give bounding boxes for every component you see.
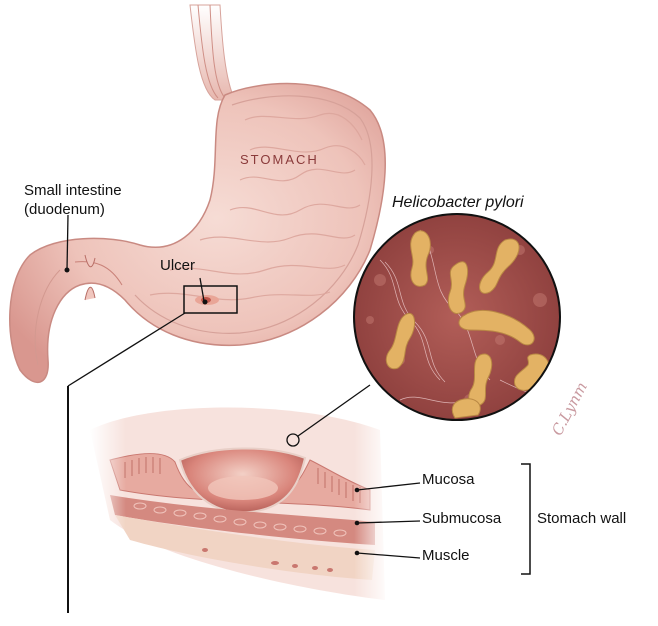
esophagus — [189, 4, 236, 101]
stomach-wall-bracket — [521, 463, 531, 575]
helicobacter-pylori-label: Helicobacter pylori — [392, 194, 524, 211]
mucosa-label: Mucosa — [422, 471, 475, 488]
helicobacter-micrograph — [353, 213, 561, 421]
stomach-illustration — [9, 82, 386, 384]
cross-section-frame — [67, 385, 420, 614]
muscle-label: Muscle — [422, 547, 470, 564]
small-intestine-label: Small intestine — [24, 182, 122, 199]
submucosa-label: Submucosa — [422, 510, 502, 527]
detail-marker-circle — [286, 433, 300, 447]
stomach-wall-label: Stomach wall — [537, 510, 627, 527]
ulcer-label: Ulcer — [160, 257, 196, 274]
bacteria-cells — [385, 230, 550, 419]
duodenum-label: (duodenum) — [24, 201, 105, 218]
stomach-label: STOMACH — [240, 152, 319, 167]
ulcer-highlight-box — [183, 285, 238, 314]
stomach-wall-cross-section — [90, 400, 390, 600]
